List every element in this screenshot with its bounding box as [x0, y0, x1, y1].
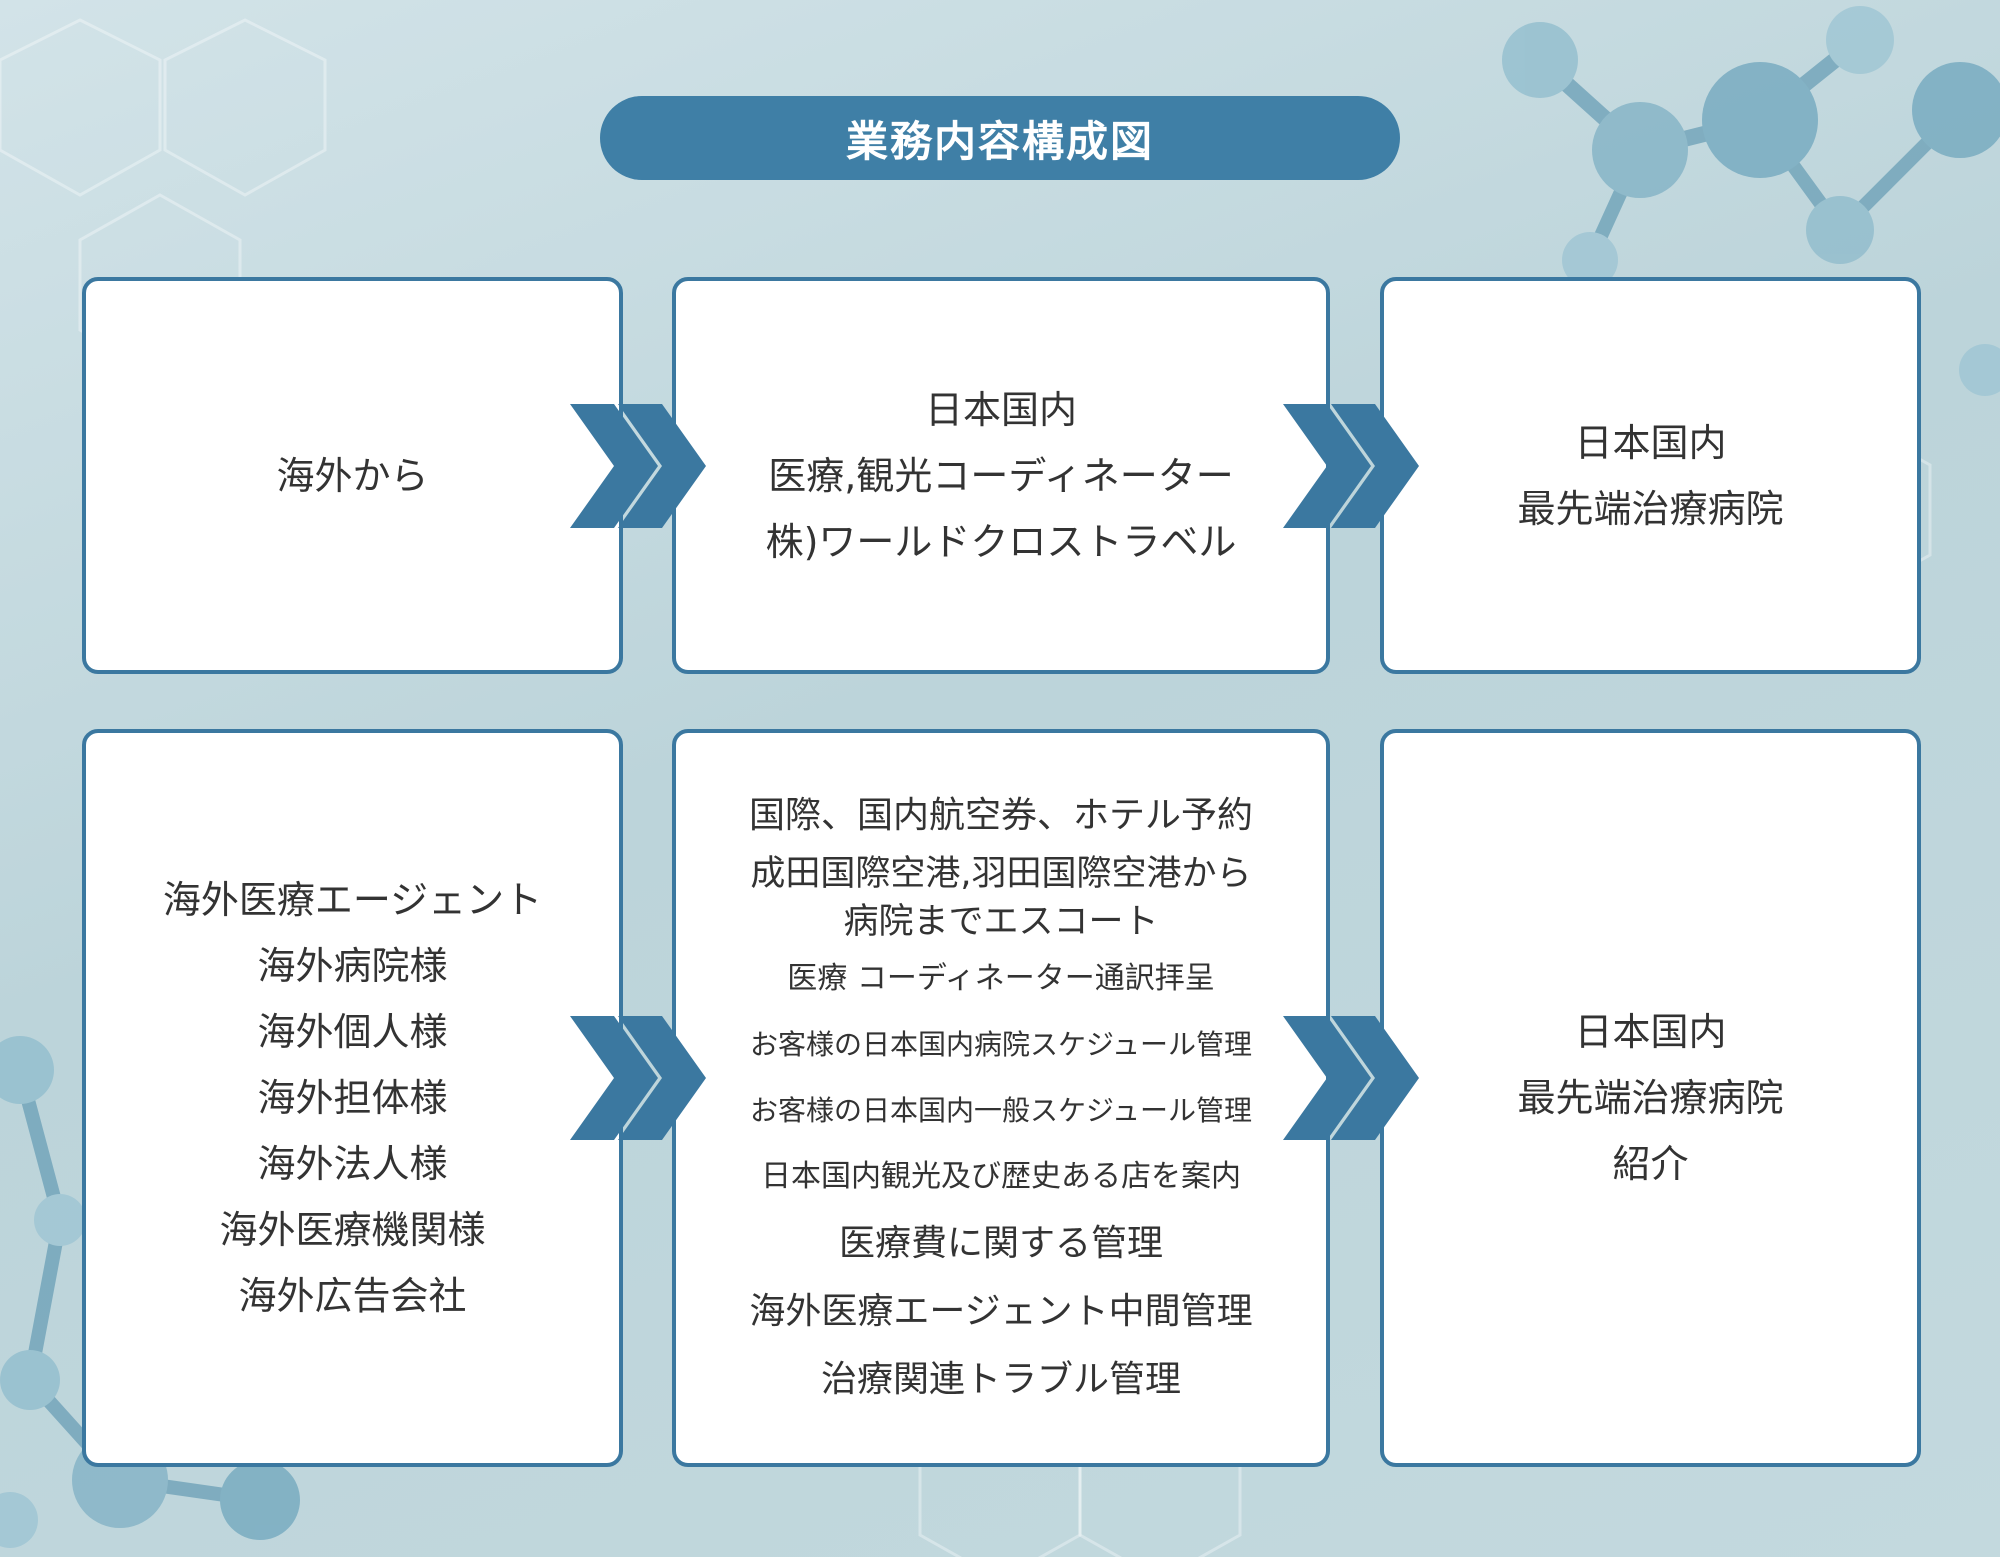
hospital-line-2: 最先端治療病院: [1517, 486, 1784, 531]
service-item: 治療関連トラブル管理: [820, 1359, 1181, 1400]
molecule-bottom-left: [0, 1036, 300, 1548]
service-item: 病院までエスコート: [843, 902, 1159, 942]
referral-line-2: 最先端治療病院: [1517, 1076, 1784, 1120]
client-item: 海外法人様: [257, 1142, 448, 1186]
clients-box: 海外医療エージェント 海外病院様 海外個人様 海外担体様 海外法人様 海外医療機…: [82, 729, 623, 1467]
service-item: 国際、国内航空券、ホテル予約: [748, 795, 1253, 836]
molecule-top-right: [1502, 6, 2000, 396]
service-item: 日本国内観光及び歴史ある店を案内: [761, 1159, 1241, 1194]
coordinator-line-1: 日本国内: [924, 387, 1077, 432]
source-box: 海外から: [82, 277, 623, 674]
client-item: 海外医療機関様: [219, 1208, 486, 1252]
double-chevron-right-icon: [570, 1016, 706, 1140]
client-item: 海外広告会社: [238, 1274, 467, 1318]
coordinator-line-2: 医療,観光コーディネーター: [768, 453, 1234, 498]
service-item: 医療 コーディネーター通訳拝呈: [787, 961, 1215, 996]
referral-line-1: 日本国内: [1574, 1010, 1727, 1054]
client-item: 海外病院様: [257, 944, 448, 988]
double-chevron-right-icon: [1283, 1016, 1419, 1140]
service-item: お客様の日本国内一般スケジュール管理: [749, 1094, 1253, 1127]
client-item: 海外個人様: [257, 1010, 448, 1054]
referral-box: 日本国内 最先端治療病院 紹介: [1380, 729, 1921, 1467]
services-box: 国際、国内航空券、ホテル予約 成田国際空港,羽田国際空港から 病院までエスコート…: [672, 729, 1330, 1467]
client-item: 海外担体様: [257, 1076, 448, 1120]
service-item: 医療費に関する管理: [838, 1223, 1163, 1264]
page-title: 業務内容構成図: [600, 96, 1400, 180]
double-chevron-right-icon: [570, 404, 706, 528]
hospital-line-1: 日本国内: [1574, 420, 1727, 465]
coordinator-line-3: 株)ワールドクロストラベル: [765, 519, 1237, 564]
referral-line-3: 紹介: [1612, 1142, 1689, 1186]
hospital-box: 日本国内 最先端治療病院: [1380, 277, 1921, 674]
source-label: 海外から: [276, 453, 429, 498]
service-item: お客様の日本国内病院スケジュール管理: [749, 1028, 1253, 1061]
client-item: 海外医療エージェント: [162, 878, 543, 922]
coordinator-box: 日本国内 医療,観光コーディネーター 株)ワールドクロストラベル: [672, 277, 1330, 674]
service-item: 成田国際空港,羽田国際空港から: [750, 854, 1252, 894]
double-chevron-right-icon: [1283, 404, 1419, 528]
service-item: 海外医療エージェント中間管理: [749, 1291, 1253, 1332]
